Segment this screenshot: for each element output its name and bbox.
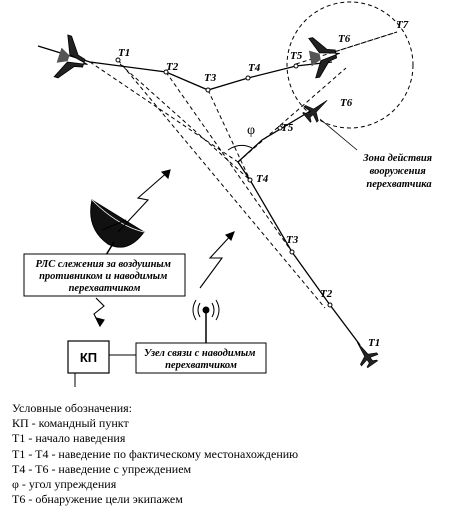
fighter-flight-path xyxy=(237,109,361,346)
sight-line-t1 xyxy=(117,59,326,309)
label-t1-target: T1 xyxy=(118,47,130,59)
weapons-zone-circle xyxy=(286,1,414,129)
point-t3 xyxy=(205,87,211,93)
legend-item: КП - командный пункт xyxy=(12,416,129,431)
label-t7-target: T7 xyxy=(396,19,409,31)
kp-box xyxy=(67,340,110,374)
point-t5 xyxy=(293,63,299,69)
point-t1 xyxy=(115,57,121,63)
lead-line xyxy=(237,67,347,163)
point-f-t5 xyxy=(277,125,283,131)
label-t1-fighter: T1 xyxy=(368,337,380,349)
label-t5-target: T5 xyxy=(290,50,303,62)
legend-item: T1 - начало наведения xyxy=(12,431,126,446)
legend-item: T1 - T4 - наведение по фактическому мест… xyxy=(12,446,299,461)
sight-line-t4 xyxy=(119,63,251,181)
target-aircraft-end-icon xyxy=(308,37,340,79)
label-t3-fighter: T3 xyxy=(286,234,299,246)
label-t6-fighter: T6 xyxy=(340,97,353,109)
sight-line-t3 xyxy=(207,89,251,181)
legend-item: T4 - T6 - наведение с упреждением xyxy=(12,461,192,476)
label-t2-target: T2 xyxy=(166,61,179,73)
comm-box xyxy=(135,342,267,374)
legend-item: T6 - обнаружение цели экипажем xyxy=(12,492,183,507)
target-path-points xyxy=(115,57,299,93)
label-t2-fighter: T2 xyxy=(320,288,333,300)
point-t2 xyxy=(163,69,169,75)
label-t4-target: T4 xyxy=(248,62,261,74)
fighter-path-points xyxy=(247,125,333,308)
radar-box xyxy=(23,253,186,297)
target-aircraft-start-icon xyxy=(53,34,88,79)
radar-signal-bolt xyxy=(117,169,171,233)
label-t5-fighter: T5 xyxy=(281,122,294,134)
radar-dish-icon xyxy=(90,199,145,258)
lead-angle-arc xyxy=(227,144,253,151)
radar-box-text: РЛС слежения за воздушным противником и … xyxy=(35,259,173,294)
label-t3-target: T3 xyxy=(204,72,217,84)
antenna-tower-icon xyxy=(192,299,220,343)
label-t6-target: T6 xyxy=(338,33,351,45)
comm-box-text: Узел связи с наводимым перехватчиком xyxy=(144,348,258,371)
comm-signal-bolt xyxy=(199,231,235,289)
radio-signal-icons xyxy=(93,169,235,328)
label-t4-fighter: T4 xyxy=(256,173,269,185)
sight-line-t2 xyxy=(165,71,293,253)
point-f-t3 xyxy=(289,249,295,255)
kp-box-text: КП xyxy=(80,350,97,365)
legend-title: Условные обозначения: xyxy=(12,401,133,415)
sight-line-t5 xyxy=(89,61,239,163)
zone-label: Зона действия вооружения перехватчика xyxy=(362,153,434,190)
interceptor-near-zone-icon xyxy=(302,100,328,123)
legend-item: φ - угол упреждения xyxy=(12,477,117,492)
legend: Условные обозначения: КП - командный пун… xyxy=(12,401,452,507)
interception-diagram: T1 T2 T3 T4 T5 T6 T7 T1 T2 T3 T4 T5 T6 φ… xyxy=(23,1,434,387)
point-f-t2 xyxy=(327,302,333,308)
zone-leader-line xyxy=(319,118,358,151)
point-f-t4 xyxy=(247,177,253,183)
interceptor-start-icon xyxy=(356,341,379,369)
lead-angle-label: φ xyxy=(247,123,255,138)
point-t4 xyxy=(245,75,251,81)
